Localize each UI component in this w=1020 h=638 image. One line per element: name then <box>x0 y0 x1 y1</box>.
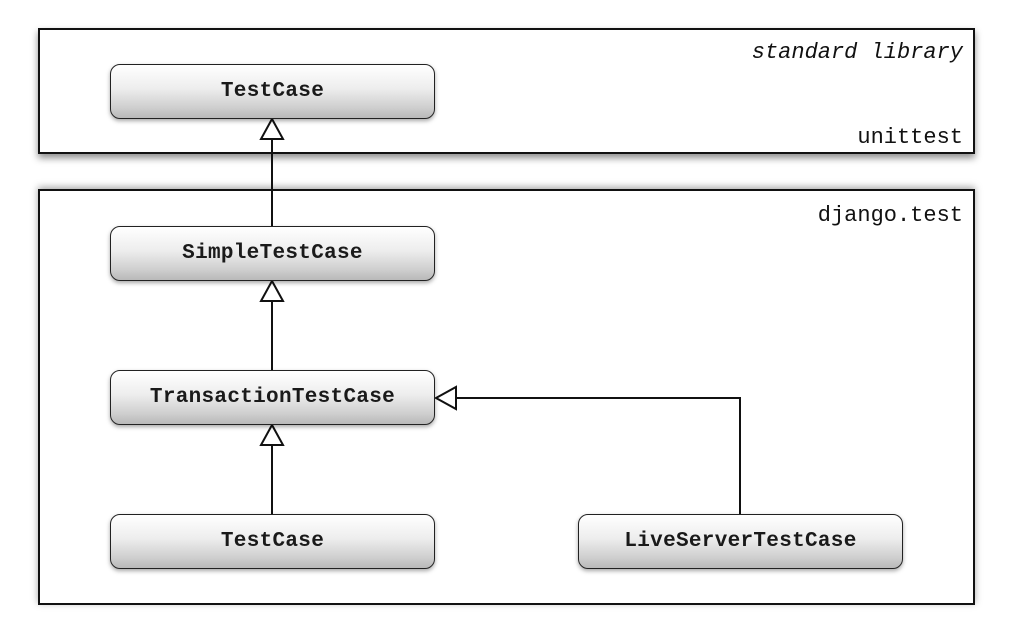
package-name-unittest: unittest <box>857 125 963 150</box>
class-box-simpletestcase: SimpleTestCase <box>110 226 435 281</box>
class-box-unittest-testcase: TestCase <box>110 64 435 119</box>
package-name-django-test: django.test <box>817 203 963 228</box>
package-context-label: standard library <box>751 40 963 65</box>
class-box-liveservertestcase: LiveServerTestCase <box>578 514 903 569</box>
class-box-transactiontestcase: TransactionTestCase <box>110 370 435 425</box>
class-box-django-testcase: TestCase <box>110 514 435 569</box>
